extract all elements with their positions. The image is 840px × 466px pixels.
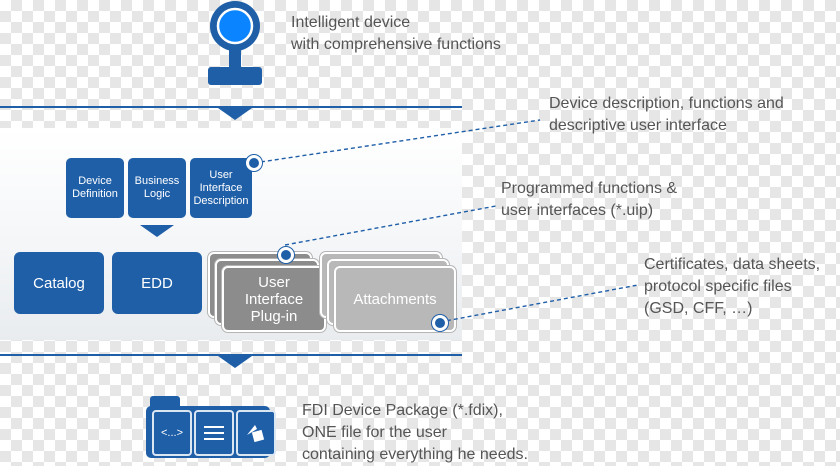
device-definition-label: Device Definition	[72, 175, 118, 200]
edd-label: EDD	[141, 274, 173, 292]
package-caption: FDI Device Package (*.fdix), ONE file fo…	[302, 400, 528, 466]
description-callout-dot	[246, 155, 262, 171]
device-icon	[205, 0, 265, 88]
package-line3: containing everything he needs.	[302, 446, 528, 463]
certificates-line3: (GSD, CFF, …)	[644, 300, 753, 317]
middle-arrow	[140, 225, 174, 237]
attachments-label: Attachments	[353, 290, 437, 308]
ui-description-label: User Interface Description	[193, 168, 249, 207]
certificates-line1: Certificates, data sheets,	[644, 256, 821, 273]
description-caption: Device description, functions and descri…	[549, 93, 784, 137]
certificates-caption: Certificates, data sheets, protocol spec…	[644, 254, 820, 320]
edd-box: EDD	[112, 252, 202, 314]
package-line2: ONE file for the user	[302, 424, 447, 441]
programmed-line1: Programmed functions &	[501, 180, 678, 197]
programmed-callout-dot	[278, 247, 294, 263]
programmed-caption: Programmed functions & user interfaces (…	[501, 178, 677, 222]
upper-arrow	[218, 108, 252, 120]
catalog-box: Catalog	[14, 252, 104, 314]
certificates-line2: protocol specific files	[644, 278, 792, 295]
lower-arrow	[218, 356, 252, 368]
ui-plugin-label: User Interface Plug-in	[244, 273, 304, 325]
lower-divider	[0, 354, 462, 356]
code-icon: <...>	[152, 410, 192, 456]
description-line1: Device description, functions and	[549, 95, 784, 112]
business-logic-box: Business Logic	[128, 158, 186, 218]
shapes-icon	[236, 410, 276, 456]
upper-divider	[0, 106, 462, 108]
ui-description-box: User Interface Description	[190, 158, 252, 218]
device-definition-box: Device Definition	[66, 158, 124, 218]
intelligent-device-line1: Intelligent device	[291, 14, 411, 31]
attachments-box: Attachments	[334, 266, 456, 332]
code-glyph: <...>	[160, 427, 184, 439]
description-line2: descriptive user interface	[549, 117, 727, 134]
business-logic-label: Business Logic	[134, 175, 180, 200]
programmed-line2: user interfaces (*.uip)	[501, 202, 654, 219]
intelligent-device-line2: with comprehensive functions	[291, 36, 501, 53]
list-icon	[194, 410, 234, 456]
certificates-callout-dot	[432, 315, 448, 331]
catalog-label: Catalog	[33, 274, 85, 292]
package-line1: FDI Device Package (*.fdix),	[302, 402, 503, 419]
intelligent-device-caption: Intelligent device with comprehensive fu…	[291, 12, 501, 56]
